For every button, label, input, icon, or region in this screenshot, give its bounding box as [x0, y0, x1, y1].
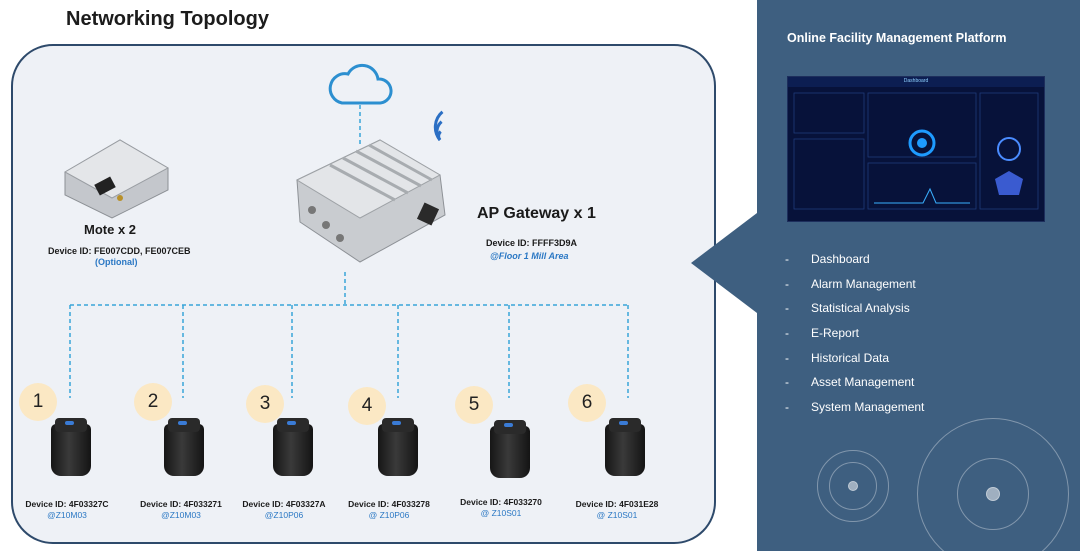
node-device-id: Device ID: 4F033270	[460, 497, 542, 507]
decorative-dot	[848, 481, 858, 491]
decorative-ring	[957, 458, 1029, 530]
node-device-id: Device ID: 4F03327C	[25, 499, 109, 509]
dashboard-screenshot: Dashboard	[787, 76, 1045, 222]
vibration-sensor-icon	[162, 416, 206, 478]
node-location: @Z10M03	[47, 510, 87, 520]
node-number-badge: 4	[348, 387, 386, 425]
vibration-sensor-icon	[49, 416, 93, 478]
mote-optional-note: (Optional)	[95, 257, 138, 267]
mote-device-icon	[63, 139, 170, 219]
node-location: @ Z10S01	[480, 508, 522, 518]
decorative-ring	[917, 418, 1069, 551]
node-number-badge: 6	[568, 384, 606, 422]
callout-pointer	[691, 213, 757, 313]
node-number-badge: 2	[134, 383, 172, 421]
node-number-badge: 1	[19, 383, 57, 421]
vibration-sensor-icon	[271, 416, 315, 478]
topology-frame	[11, 44, 716, 544]
feature-list: -Dashboard -Alarm Management -Statistica…	[785, 252, 924, 425]
feature-item: -E-Report	[785, 326, 860, 341]
mote-device-id: Device ID: FE007CDD, FE007CEB	[48, 246, 191, 256]
node-number-badge: 3	[246, 385, 284, 423]
node-location: @Z10P06	[264, 510, 304, 520]
page-title: Networking Topology	[66, 8, 269, 30]
platform-title: Online Facility Management Platform	[787, 31, 1007, 45]
dashboard-screenshot-title: Dashboard	[903, 78, 929, 84]
platform-panel: Online Facility Management Platform Dash…	[757, 0, 1080, 551]
node-device-id: Device ID: 4F03327A	[242, 499, 326, 509]
decorative-ring	[817, 450, 889, 522]
mote-label: Mote x 2	[84, 222, 137, 237]
gateway-label: AP Gateway x 1	[477, 205, 596, 222]
node-device-id: Device ID: 4F033271	[140, 499, 222, 509]
feature-item: -Alarm Management	[785, 276, 916, 291]
node-location: @Z10M03	[161, 510, 201, 520]
vibration-sensor-icon	[603, 416, 647, 478]
cloud-icon	[328, 63, 393, 105]
node-device-id: Device ID: 4F033278	[348, 499, 430, 509]
node-location: @ Z10P06	[368, 510, 410, 520]
node-location: @ Z10S01	[596, 510, 638, 520]
vibration-sensor-icon	[376, 416, 420, 478]
feature-item: -Historical Data	[785, 350, 890, 365]
wifi-icon	[433, 110, 444, 141]
decorative-ring	[829, 462, 877, 510]
node-number-badge: 5	[455, 386, 493, 424]
feature-item: -Statistical Analysis	[785, 301, 910, 316]
feature-item: -System Management	[785, 400, 925, 415]
gateway-device-icon	[295, 139, 446, 263]
gateway-location: @Floor 1 Mill Area	[490, 251, 569, 261]
gateway-device-id: Device ID: FFFF3D9A	[486, 238, 578, 248]
vibration-sensor-icon	[488, 418, 532, 480]
feature-item: -Dashboard	[785, 252, 870, 266]
topology-connections	[63, 63, 629, 398]
decorative-dot	[986, 487, 1000, 501]
node-device-id: Device ID: 4F031E28	[575, 499, 659, 509]
feature-item: -Asset Management	[785, 375, 915, 390]
